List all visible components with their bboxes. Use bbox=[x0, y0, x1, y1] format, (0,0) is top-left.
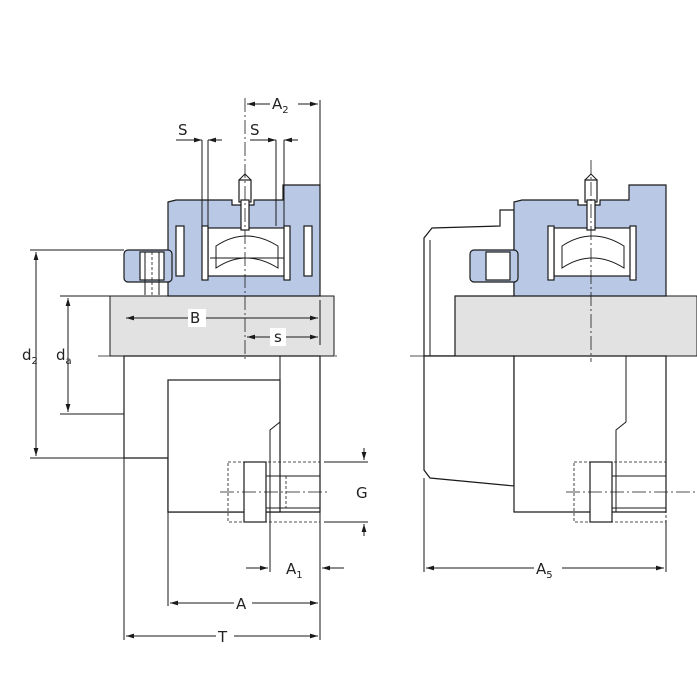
shaft-right bbox=[454, 295, 697, 357]
label-S-left: S bbox=[178, 121, 188, 139]
label-S-right: S bbox=[250, 121, 260, 139]
label-A5: A5 bbox=[536, 560, 553, 581]
left-view: S S A2 B s d2 da G A1 A T bbox=[22, 95, 368, 646]
label-s: s bbox=[274, 328, 282, 346]
label-A: A bbox=[236, 595, 247, 613]
shaft-left bbox=[109, 295, 335, 357]
outer-ring-right bbox=[553, 227, 635, 277]
label-G: G bbox=[356, 484, 368, 502]
end-cover-lower bbox=[423, 355, 515, 487]
set-screw-left bbox=[139, 251, 165, 281]
label-A2: A2 bbox=[272, 95, 289, 116]
end-cover bbox=[423, 209, 515, 357]
roller-right bbox=[561, 235, 625, 269]
label-T: T bbox=[217, 628, 228, 646]
label-d2: d2 bbox=[22, 346, 38, 367]
label-da: da bbox=[56, 346, 72, 367]
label-A1: A1 bbox=[286, 560, 303, 581]
roller-left bbox=[215, 235, 279, 269]
label-B: B bbox=[190, 309, 200, 327]
right-view: A5 bbox=[410, 160, 697, 581]
outer-ring-left bbox=[207, 227, 289, 277]
